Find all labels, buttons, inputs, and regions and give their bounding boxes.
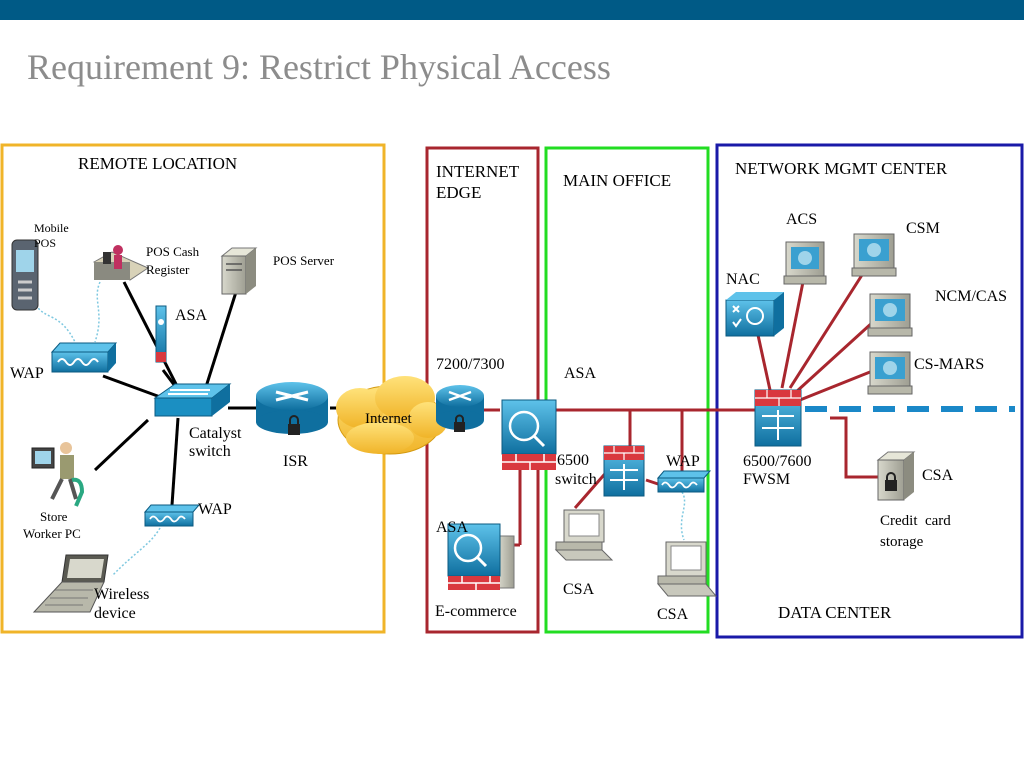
label-credit-1: Credit card	[880, 513, 951, 529]
label-csa-main-1: CSA	[563, 581, 595, 598]
label-asa-main: ASA	[564, 365, 596, 382]
ecommerce-asa-icon	[447, 523, 515, 590]
label-fwsm-1: 6500/7600	[743, 453, 811, 470]
label-pos-cash-2: Register	[146, 262, 190, 277]
label-ecommerce: E-commerce	[435, 603, 517, 620]
label-wap-main: WAP	[666, 453, 700, 470]
wireless-access-point-icon	[143, 504, 201, 527]
label-csa-dc: CSA	[922, 467, 954, 484]
label-store-pc-2: Worker PC	[23, 526, 81, 541]
zone-label-nmc: NETWORK MGMT CENTER	[735, 159, 948, 178]
label-asa-edge: ASA	[436, 519, 468, 536]
label-6500-1: 6500	[557, 452, 589, 469]
laptop-icon	[32, 554, 109, 613]
main-6500-switch-icon	[603, 445, 645, 497]
zone-label-dc: DATA CENTER	[778, 603, 892, 622]
label-acs: ACS	[786, 211, 817, 228]
ncm-cas-server-icon	[867, 293, 913, 337]
pos-cash-register-icon	[92, 245, 150, 281]
fwsm-switch-icon	[754, 389, 802, 447]
label-cs-mars: CS-MARS	[914, 356, 984, 373]
label-internet: Internet	[365, 411, 412, 427]
label-pos-cash-1: POS Cash	[146, 244, 200, 259]
label-asa-remote: ASA	[175, 307, 207, 324]
label-6500-2: switch	[555, 471, 597, 488]
slide-title: Requirement 9: Restrict Physical Access	[27, 47, 611, 87]
label-mobile-pos-2: POS	[34, 236, 56, 250]
edge-router-icon	[436, 385, 484, 430]
label-catalyst-2: switch	[189, 443, 231, 460]
csm-server-icon	[851, 233, 897, 277]
main-office-zone	[544, 146, 710, 634]
label-mobile-pos-1: Mobile	[34, 221, 69, 235]
store-worker-pc-icon	[31, 442, 85, 507]
remote-asa-icon	[155, 305, 167, 363]
label-wireless-2: device	[94, 605, 136, 622]
mobile-pos-icon	[11, 239, 39, 311]
acs-server-icon	[783, 241, 827, 285]
cs-mars-server-icon	[867, 351, 913, 395]
label-ncm-cas: NCM/CAS	[935, 288, 1007, 305]
zone-label-remote: REMOTE LOCATION	[78, 154, 237, 173]
label-wap-left: WAP	[10, 365, 44, 382]
label-fwsm-2: FWSM	[743, 471, 790, 488]
credit-card-storage-server-icon	[876, 451, 916, 501]
isr-router-icon	[256, 382, 328, 434]
label-credit-2: storage	[880, 534, 924, 550]
top-accent-bar	[0, 0, 1024, 20]
lock-icon	[288, 415, 300, 435]
pos-server-icon	[220, 247, 258, 295]
zone-label-main: MAIN OFFICE	[563, 171, 671, 190]
zone-label-edge-1: INTERNET	[436, 162, 520, 181]
wireless-access-point-icon	[656, 470, 712, 493]
label-nac: NAC	[726, 271, 760, 288]
label-wap-bottom: WAP	[198, 501, 232, 518]
lock-icon	[454, 414, 465, 432]
label-csa-main-2: CSA	[657, 606, 689, 623]
label-pos-server: POS Server	[273, 253, 335, 268]
workstation-icon	[554, 509, 614, 561]
core-links	[483, 274, 878, 547]
label-catalyst-1: Catalyst	[189, 425, 242, 442]
label-csm: CSM	[906, 220, 940, 237]
wireless-links	[35, 281, 686, 577]
label-router-7200: 7200/7300	[436, 356, 504, 373]
catalyst-switch-icon	[153, 383, 232, 417]
asa-firewall-icon	[501, 399, 557, 470]
label-wireless-1: Wireless	[94, 586, 149, 603]
label-store-pc-1: Store	[40, 509, 68, 524]
workstation-icon	[656, 541, 718, 597]
zone-label-edge-2: EDGE	[436, 183, 481, 202]
nac-appliance-icon	[725, 292, 784, 337]
network-mgmt-zone	[715, 143, 1024, 639]
wireless-access-point-icon	[50, 342, 118, 373]
label-isr: ISR	[283, 453, 308, 470]
